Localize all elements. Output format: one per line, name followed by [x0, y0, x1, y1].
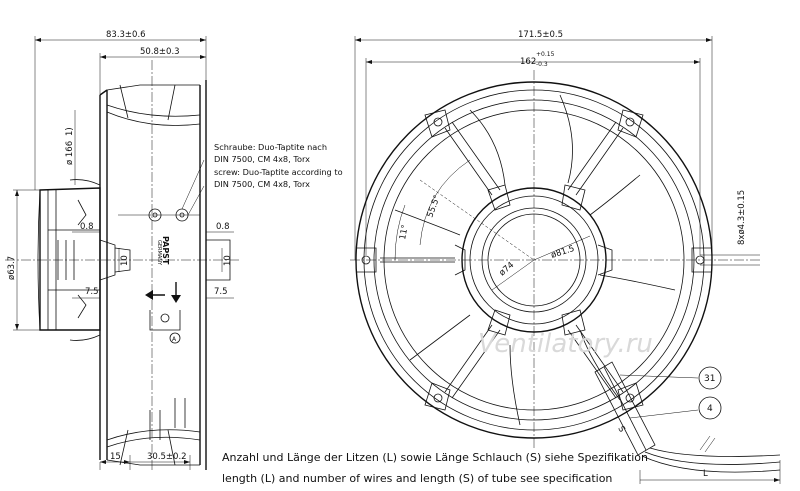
caption-de: Anzahl und Länge der Litzen (L) sowie Lä… [222, 451, 648, 464]
dim-wire-length: L [703, 469, 708, 479]
dim-angle-small: 11° [398, 224, 410, 241]
screw-note-de-1: Schraube: Duo-Taptite nach [214, 142, 327, 152]
dim-left-bore: 10 [120, 255, 130, 266]
dim-outer-width: 171.5±0.5 [518, 30, 563, 40]
side-view: 83.3±0.6 50.8±0.3 [5, 30, 240, 470]
dim-left-offset: 0.8 [80, 222, 94, 232]
dim-hub-inner: ø74 [498, 260, 517, 278]
dim-right-step: 7.5 [214, 287, 228, 297]
dim-housing-depth: 50.8±0.3 [140, 47, 180, 57]
callout-31: 31 [704, 374, 715, 384]
dim-hole-spacing: 162 [520, 57, 536, 67]
screw-note: Schraube: Duo-Taptite nach DIN 7500, CM … [214, 142, 343, 189]
dim-holes: 8xø4.3±0.15 [737, 190, 747, 245]
dim-overall-depth: 83.3±0.6 [106, 30, 146, 40]
watermark: Ventilatory.ru [478, 329, 653, 359]
dim-hub-diameter: ø63.7 [7, 256, 17, 280]
dim-angle-blade: 55.5° [425, 194, 442, 219]
label-sub: GERMANY [156, 240, 162, 266]
front-view: 171.5±0.5 162 +0.15 -0.3 [350, 30, 781, 484]
dim-right-offset: 0.8 [216, 222, 230, 232]
dim-right-bore: 10 [223, 255, 233, 266]
caption-en: length (L) and number of wires and lengt… [222, 472, 612, 485]
dim-hole-tol-bottom: -0.3 [536, 61, 548, 68]
ground-symbol: A [172, 336, 177, 343]
screw-note-de-2: DIN 7500, CM 4x8, Torx [214, 154, 310, 164]
callout-4: 4 [707, 404, 713, 414]
dim-hub-outer: ø81.5 [550, 244, 576, 261]
dim-left-step: 7.5 [85, 287, 99, 297]
dim-bottom-right: 30.5±0.2 [147, 452, 187, 462]
dim-diameter-motor: ø 166 [65, 141, 75, 165]
screw-note-en-2: DIN 7500, CM 4x8, Torx [214, 179, 310, 189]
dim-tube-length: S [615, 425, 626, 435]
dim-note-ref: 1) [65, 127, 75, 136]
screw-note-en-1: screw: Duo-Taptite according to [214, 167, 343, 177]
dim-bottom-left: 15 [110, 452, 121, 462]
label-logo: PAPST [161, 236, 170, 265]
dim-hole-tol-top: +0.15 [536, 51, 555, 58]
